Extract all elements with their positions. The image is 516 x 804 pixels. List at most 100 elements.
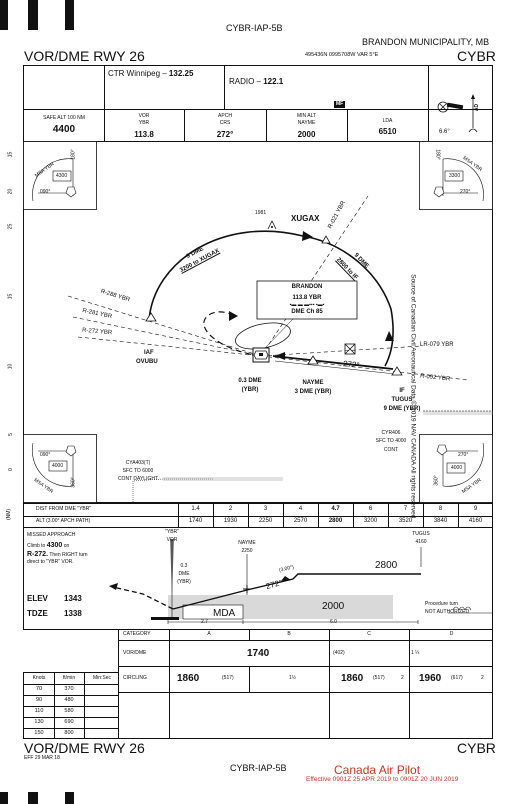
vor-symbol [252, 347, 270, 363]
profile-alt-2000: 2000 [322, 601, 345, 612]
dme-alt-cell: 3840 [433, 518, 448, 524]
timing-cell: 150 [34, 730, 44, 736]
chart-id-top: CYBR-IAP-5B [226, 23, 283, 33]
vor-id: YBR [138, 120, 150, 126]
category-label: CATEGORY [123, 631, 151, 637]
dme-row-label: ALT (3.00° APCH PATH) [36, 518, 91, 524]
procedure-title: VOR/DME RWY 26 [24, 48, 145, 64]
navaid-dme: DME Ch 85 [291, 309, 323, 315]
timing-cell: 480 [64, 697, 74, 703]
scale-label: 15 [7, 293, 14, 300]
radial-r281 [72, 316, 262, 357]
mda-label: MDA [213, 608, 236, 619]
circling-vis: 2 [481, 675, 484, 681]
scale-label: 15 [7, 151, 14, 158]
radial-r288 [67, 295, 262, 357]
msa-bearing: 090° [40, 452, 51, 458]
msa-alt: 4000 [451, 465, 463, 471]
msa-bearing: 270° [460, 189, 471, 195]
xugax-fix [321, 235, 331, 244]
cya403-label: SFC TO 6000 [122, 468, 154, 474]
mag-var: 6.6° [439, 129, 450, 135]
if-label: TUGUS [391, 397, 413, 403]
minima-table: CATEGORY A B C D VOR/DME 1740 (402) 1 ¼ … [118, 629, 493, 739]
dme-table-divider [458, 503, 459, 528]
category-a: A [207, 631, 211, 637]
dme-fix-cross [243, 585, 251, 593]
ad-label: AD [474, 103, 481, 112]
radial-lr079 [260, 345, 422, 357]
circling-hat: (617) [451, 675, 463, 681]
airport-code: CYBR [457, 48, 496, 64]
timing-cell: 800 [64, 730, 74, 736]
dme-alt-cell: 2250 [258, 518, 273, 524]
navaid-box [256, 280, 358, 320]
chart-id-bottom: CYBR-IAP-5B [230, 763, 287, 773]
min-alt-label: MIN ALT [296, 113, 317, 119]
timing-row-divider [24, 706, 118, 707]
circling-vis: 1½ [289, 675, 296, 681]
profile-alt-2800: 2800 [375, 560, 398, 571]
profile-diagram [109, 539, 493, 624]
dme-dist-cell: 3 [263, 506, 268, 512]
timing-cell: 370 [64, 686, 74, 692]
timing-cell: 690 [64, 719, 74, 725]
msa-alt: 4000 [52, 463, 64, 469]
restricted-area-cya403 [132, 477, 283, 502]
final-course [272, 355, 394, 370]
circling-label: CIRCLING [123, 675, 147, 681]
obstacle-symbol [267, 220, 277, 230]
min-alt-value: 2000 [297, 130, 316, 139]
nayme-fix [307, 355, 319, 365]
dme-dist-cell: 6 [368, 506, 373, 512]
dme-row-label: DIST FROM DME "YBR" [36, 506, 92, 512]
scale-label: 20 [7, 188, 14, 195]
apch-label: APCH [218, 113, 232, 119]
procedure-title-bottom: VOR/DME RWY 26 [24, 740, 145, 756]
cyr406-label: CONT [383, 447, 399, 453]
dme-alt-cell: 4160 [468, 518, 483, 524]
vor-profile-label: VOR [166, 537, 178, 543]
scale-label: 25 [7, 223, 14, 230]
lda-label: LDA [382, 118, 393, 124]
procedure-turn-note: Procedure turn [425, 601, 459, 607]
navaid-name: BRANDON [291, 284, 323, 290]
dme-arc [148, 230, 394, 367]
vor-freq: 113.8 [134, 130, 154, 139]
category-c: C [367, 631, 371, 637]
msa-bearing: 090° [40, 189, 51, 195]
obstacle-elev: 1981 [255, 210, 267, 216]
missed-approach-text: R-272. Then RIGHT turn [27, 551, 88, 558]
cyr406-label: CYR406 [381, 430, 401, 436]
plan-view [23, 141, 493, 503]
registration-mark [0, 0, 8, 30]
mf-badge: MF [334, 101, 346, 108]
scale-label: 10 [7, 363, 14, 370]
dme-table-divider [423, 503, 424, 528]
timing-cell: 580 [64, 708, 74, 714]
registration-mark [28, 792, 38, 804]
circling-hat: (517) [373, 675, 385, 681]
missed-approach-path [203, 311, 262, 357]
distance-label: 6.0 [330, 619, 337, 625]
dme-alt-cell: 2570 [293, 518, 308, 524]
timing-cell: 90 [35, 697, 43, 703]
dme-table-divider [283, 503, 284, 528]
dme-table-divider [178, 503, 179, 528]
airport-code-bottom: CYBR [457, 740, 496, 756]
tugus-profile: TUGUS [412, 531, 430, 537]
timing-row-divider [24, 728, 118, 729]
dme-dist-cell: 7 [403, 506, 408, 512]
registration-mark [65, 0, 74, 30]
crs-label: CRS [219, 120, 231, 126]
min-alt-fix: NAYME [297, 120, 316, 126]
registration-mark [65, 792, 74, 804]
registration-mark [28, 0, 38, 30]
safe-alt-value: 4400 [52, 124, 76, 135]
dme-alt-cell: 1930 [223, 518, 238, 524]
category-b: B [287, 631, 291, 637]
msa-bottom-left [23, 434, 97, 503]
ovubu-fix [145, 312, 157, 322]
timing-header: Knots [32, 675, 46, 681]
